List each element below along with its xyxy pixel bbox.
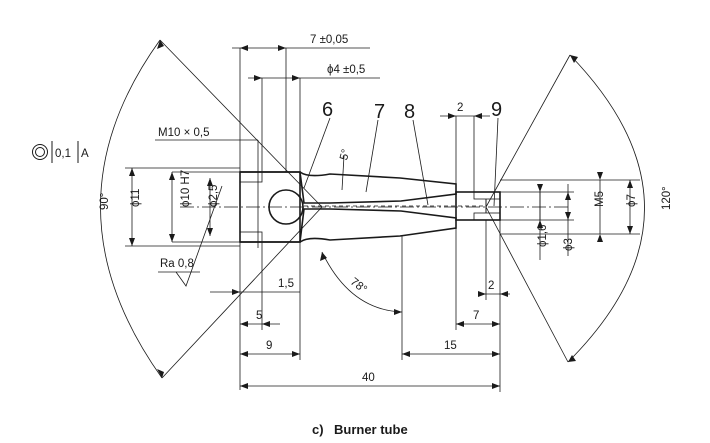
concentricity-tolerance-frame: ◎ 0,1 A (32, 141, 89, 163)
tip-thread-bottom (473, 212, 501, 221)
tolerance-value: 0,1 (55, 148, 71, 160)
dimension-lines (125, 47, 640, 392)
angle-90-arc (100, 39, 163, 379)
dim-len-15: 15 (444, 340, 457, 352)
dim-angle-78: 78° (348, 276, 369, 296)
thread-section-top (239, 171, 263, 183)
concentricity-symbol-text: ◎ (36, 147, 46, 159)
caption-prefix: c) (312, 422, 324, 437)
dim-thread-m5: M5 (594, 191, 606, 207)
upper-wall-section (240, 171, 457, 204)
tip-section (455, 191, 501, 221)
angle-120-arc (567, 54, 645, 363)
dim-len-7: 7 (473, 310, 479, 322)
dim-roughness: Ra 0,8 (160, 258, 194, 270)
dim-dia-11: ϕ11 (130, 189, 142, 207)
dim-dia-10-h7: ϕ10 H7 (180, 170, 192, 207)
dim-gap-2-bottom: 2 (488, 280, 494, 292)
dim-len-5: 5 (256, 310, 262, 322)
dim-len-1-5: 1,5 (278, 278, 294, 290)
dim-gap-2-top: 2 (457, 102, 463, 114)
dim-dia-1-6: ϕ1,6 (537, 225, 549, 247)
callout-7: 7 (374, 101, 385, 123)
dim-thread-m10: M10 × 0,5 (158, 127, 209, 139)
callout-8: 8 (404, 101, 415, 123)
callout-9: 9 (491, 99, 502, 121)
angle-78-arc (321, 251, 403, 313)
dim-dia-4: ϕ4 ±0,5 (327, 64, 365, 76)
caption-title: Burner tube (334, 422, 408, 437)
tip-thread-top (473, 191, 501, 200)
dim-angle-5: 5° (338, 148, 352, 162)
lower-wall-section (240, 208, 457, 243)
dim-angle-90: 90° (99, 193, 111, 210)
dim-dia-2-5: ϕ2,5 (208, 185, 220, 207)
thread-section-bottom (239, 231, 263, 243)
dim-len-9: 9 (266, 340, 272, 352)
datum-label: A (81, 148, 89, 160)
dim-dia-7: ϕ7 (626, 194, 638, 207)
dim-len-40: 40 (362, 372, 375, 384)
dim-angle-120: 120° (661, 186, 673, 210)
dim-dia-3: ϕ3 (563, 238, 575, 251)
arrowheads (129, 45, 633, 389)
callout-6: 6 (322, 99, 333, 121)
dim-length-7: 7 ±0,05 (310, 34, 348, 46)
